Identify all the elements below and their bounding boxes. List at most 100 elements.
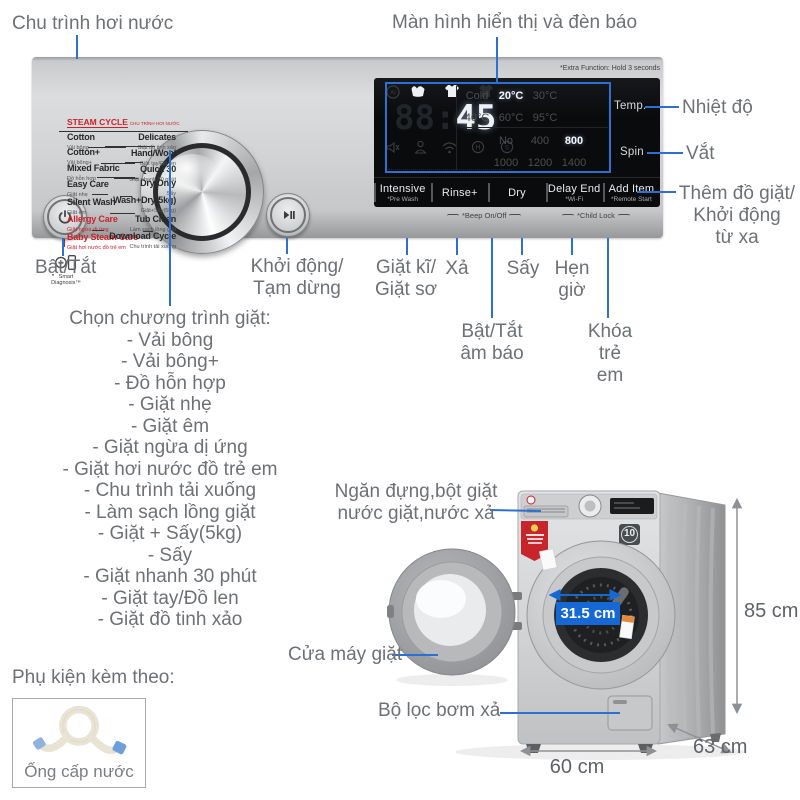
program-tick [143,231,153,232]
delay-end-button[interactable]: Delay End*Wi-Fi [545,178,603,207]
machine-dial [578,494,602,518]
display-panel: AI 88:45 H S [374,78,660,207]
lg-logo [526,495,536,505]
smart-diagnosis-icon [55,255,77,270]
depth-dim: 63 cm [693,736,748,758]
rinse--button[interactable]: Rinse+ [431,178,488,207]
program-list-item-1: - Vải bông+ [121,351,219,372]
program-list-item-4: - Giặt êm [130,415,210,437]
button-label: Delay End [547,182,601,195]
spin-option-800: 800 [564,135,584,147]
start-pause-line1: Khởi động/ [250,256,344,277]
program-tick [101,163,135,164]
energy-sticker [538,548,558,571]
program-tick [88,147,126,148]
drawer-callout: Ngăn đựng,bột giặt nước giặt,nước xả [330,481,502,525]
child-lock-callout: Khóa trẻ em [585,321,635,387]
delay-line1: Hẹn [554,258,590,279]
temp-option-20C: 20°C [498,90,524,102]
extra-function-note: *Extra Function: Hold 3 seconds [560,65,660,72]
filter-callout: Bộ lọc bơm xả [378,700,501,721]
add-item-callout: Thêm đồ giặt/ Khởi động từ xa [672,183,800,249]
ten-year-text: 10 [623,528,636,539]
program-tick [120,196,132,197]
program-tick [125,162,143,163]
program-list-title: Chọn chương trình giặt: [69,308,271,329]
program-left-cotton-: Cotton+Vải bông+ [67,142,155,166]
beep-line2: âm báo [460,343,524,364]
spin-touch-button[interactable]: Spin [620,146,644,158]
spin-option-400: 400 [530,135,550,147]
program-tick [100,131,188,132]
beep-line1: Bật/Tắt [461,321,523,342]
dry-callout: Sấy [506,258,540,279]
prewash-callout: Giặt kĩ/ Giặt sơ [365,257,447,301]
add-item-button[interactable]: Add Item*Remote Start [602,178,660,207]
door-glass [414,574,486,646]
temp-option-Cold: Cold [465,90,489,102]
drawer-line1: Ngăn đựng,bột giặt [334,481,498,502]
water-hose-icon [32,705,127,755]
steam-cycle-vi: CHU TRÌNH HƠI NƯỚC [129,121,180,126]
spin-option-1000: 1000 [493,157,519,169]
rinse-callout: Xả [445,258,469,279]
program-tick [110,213,130,214]
display-divider-vertical [456,86,457,170]
add-item-line2: Khởi động [693,205,781,226]
promo-badge [521,521,548,561]
program-tick [92,194,108,195]
program-list-item-9: - Giặt + Sấy(5kg) [97,523,243,544]
machine-side-panel [657,492,726,745]
bracket-left [447,213,459,218]
power-callout: Bật/Tắt [35,257,97,278]
intensive-button[interactable]: Intensive*Pre Wash [374,178,431,207]
program-tick [97,177,135,178]
beep-hint: *Beep On/Off [447,211,522,220]
dial-knob[interactable] [158,148,246,236]
program-list-item-12: - Giặt tay/Đồ len [101,587,239,609]
door-hinge [504,592,522,600]
program-list-item-10: - Sấy [147,544,193,566]
machine-display [610,498,654,514]
bracket-right [509,213,522,218]
width-dim: 60 cm [549,756,605,778]
steam-cycle-callout: Chu trình hơi nước [12,13,174,34]
program-list-items: - Vải bông- Vải bông+- Đồ hỗn hợp- Giặt … [50,330,290,631]
drawer-line2: nước giặt,nước xả [337,503,495,524]
smart-diagnosis: Smart Diagnosis™ [40,254,92,287]
smart-diagnosis-line2: Diagnosis™ [51,280,81,286]
start-pause-callout: Khởi động/ Tạm dừng [237,256,357,300]
temp-touch-button[interactable]: Temp. [614,100,647,112]
start-pause-button[interactable] [266,193,310,237]
power-button[interactable] [43,195,87,239]
program-list-item-13: - Giặt đồ tinh xảo [97,609,243,630]
beep-hint-text: *Beep On/Off [462,211,507,220]
filter-door [607,695,653,731]
spin-callout: Vắt [686,143,715,164]
dry-button[interactable]: Dry [488,178,545,207]
child-lock-line3: em [596,365,624,386]
hygiene-icon: H [471,140,485,159]
program-list-item-8: - Làm sạch lồng giặt [84,501,256,523]
bracket-left [562,213,574,218]
program-dial[interactable] [140,130,264,254]
start-pause-line2: Tạm dừng [253,278,341,299]
program-right-wash-dry-5kg-: Wash+Dry(5kg)Giặt+Sấy(5kg) [92,190,176,214]
spin-option-No: No [498,135,514,147]
accessories-title: Phụ kiện kèm theo: [12,667,175,688]
door-width-badge: 31.5 cm [556,602,620,625]
button-label: Add Item [608,182,655,195]
